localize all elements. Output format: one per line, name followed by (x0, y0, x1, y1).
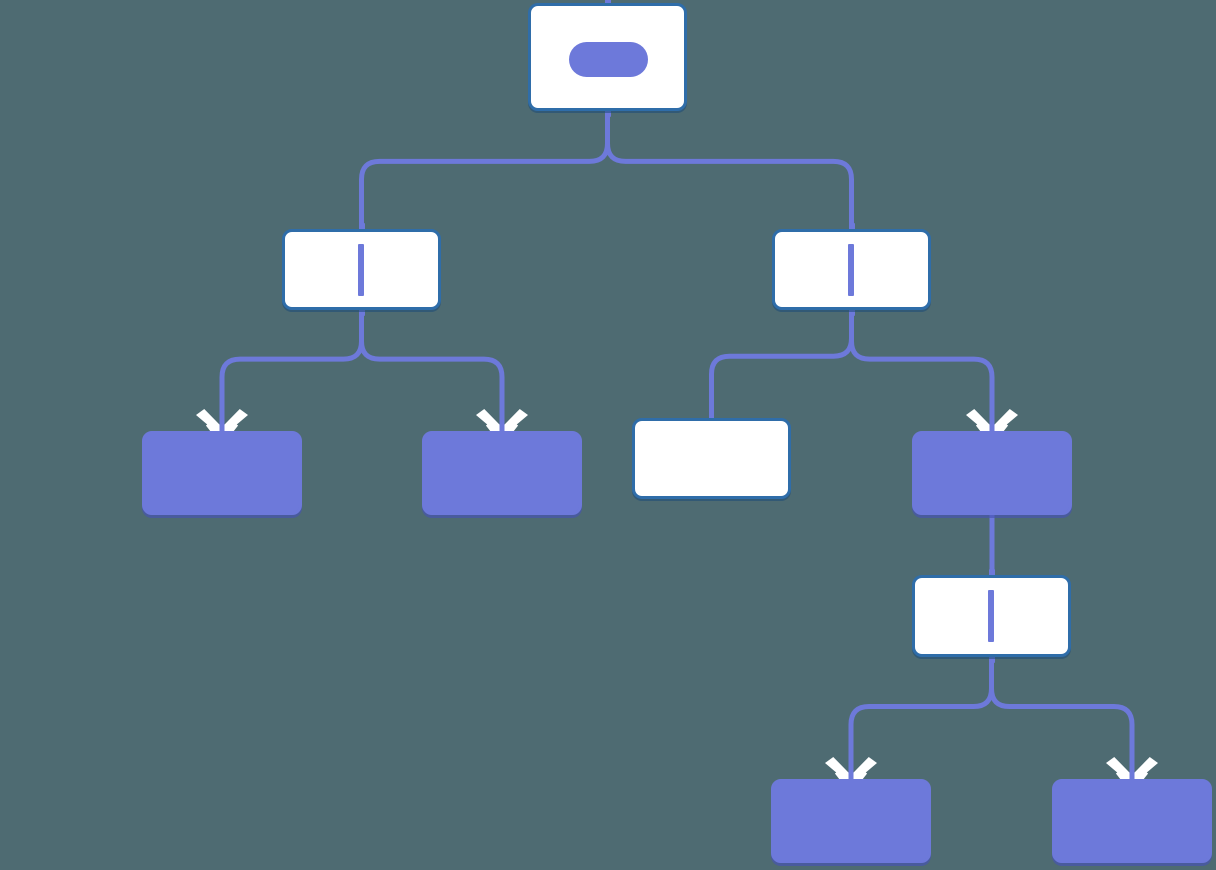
edge-branch-left-to-leaf-2 (359, 310, 505, 427)
edge-sub-branch-to-leaf-4 (989, 657, 1135, 775)
edge-sub-branch-to-leaf-3-arrowhead (825, 756, 877, 794)
root-node-pill-marker (569, 42, 648, 77)
edge-branch-left-to-leaf-1-arrowhead (196, 408, 248, 446)
leaf-node-3[interactable] (771, 779, 931, 863)
branch-node-right-caret-marker (848, 244, 854, 296)
empty-node[interactable] (632, 418, 791, 499)
branch-node-mid-right[interactable] (912, 431, 1072, 515)
edge-branch-right-to-mid (849, 310, 995, 427)
edge-root-to-branch-right (605, 111, 854, 231)
leaf-node-4[interactable] (1052, 779, 1212, 863)
branch-node-left-caret-marker (358, 244, 364, 296)
edge-branch-right-to-mid-arrowhead (966, 408, 1018, 446)
sub-branch-node-caret-marker (988, 590, 994, 642)
edge-branch-left-to-leaf-2-arrowhead (476, 408, 528, 446)
leaf-node-1[interactable] (142, 431, 302, 515)
leaf-node-2[interactable] (422, 431, 582, 515)
edge-sub-branch-to-leaf-4-arrowhead (1106, 756, 1158, 794)
edge-branch-right-to-empty (709, 310, 854, 420)
edge-root-to-branch-left (359, 111, 610, 231)
edge-branch-left-to-leaf-1 (219, 310, 364, 427)
edge-sub-branch-to-leaf-3 (848, 657, 994, 775)
